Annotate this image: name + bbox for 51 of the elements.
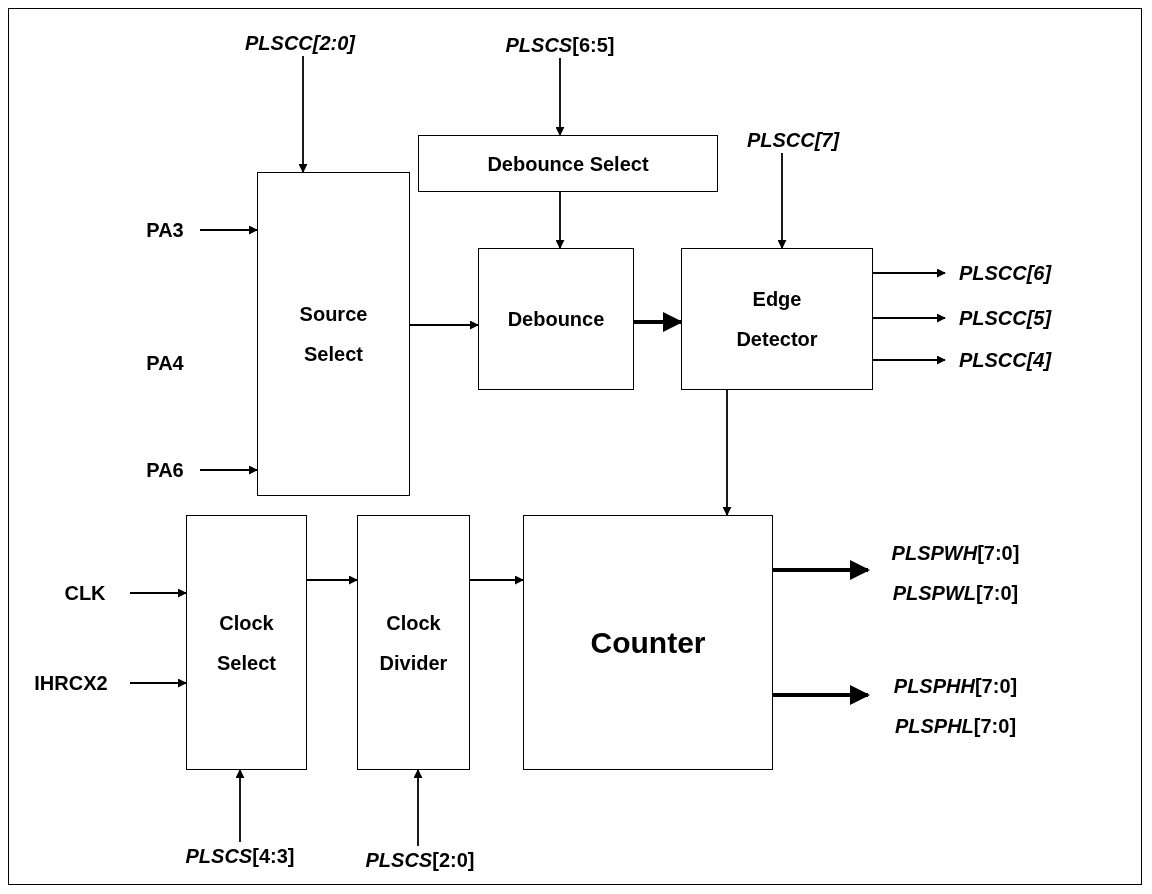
- arrow: [555, 191, 565, 249]
- arrow: [129, 588, 187, 598]
- block-label: Debounce Select: [487, 151, 649, 177]
- arrow: [555, 57, 565, 136]
- arrow: [199, 225, 258, 235]
- signal-label: PLSPHL[7:0]: [894, 714, 1017, 738]
- block-label: Edge Detector: [735, 287, 819, 352]
- arrow: [409, 320, 479, 330]
- block-label: Debounce: [507, 307, 605, 332]
- counter-box: [523, 515, 773, 770]
- signal-label: PA4: [146, 351, 184, 375]
- arrow: [306, 575, 358, 585]
- arrow: [298, 55, 308, 173]
- block-label: Source Select: [298, 302, 369, 367]
- signal-label: PLSPHH[7:0]: [893, 674, 1018, 698]
- arrow: [872, 355, 946, 365]
- register-label: PLSCC[2:0]: [225, 30, 375, 56]
- block-box: [257, 172, 410, 496]
- block-label: Clock Divider: [378, 610, 449, 676]
- block-box: [186, 515, 307, 770]
- signal-label: CLK: [40, 580, 130, 606]
- arrow: [129, 678, 187, 688]
- arrow: [199, 465, 258, 475]
- block-box: [418, 135, 718, 192]
- block-box: [357, 515, 470, 770]
- arrow: [872, 313, 946, 323]
- signal-label: PA3: [130, 217, 200, 243]
- signal-label: IHRCX2: [12, 670, 130, 696]
- arrow: [773, 685, 870, 705]
- register-label: PLSCC[4]: [945, 347, 1065, 373]
- arrow: [777, 152, 787, 249]
- arrow: [235, 769, 245, 843]
- block-box: [478, 248, 634, 390]
- signal-label: PLSPWH[7:0]: [891, 541, 1020, 565]
- block-label: Clock Select: [216, 610, 277, 676]
- arrow: [469, 575, 524, 585]
- arrow: [413, 769, 423, 847]
- register-label: PLSCC[7]: [728, 127, 858, 153]
- signal-label: PA6: [130, 457, 200, 483]
- signal-label: PLSPWL[7:0]: [892, 581, 1019, 605]
- arrow: [872, 268, 946, 278]
- arrow: [634, 312, 683, 332]
- block-box: [681, 248, 873, 390]
- register-label: PLSCC[5]: [945, 305, 1065, 331]
- signal-label: PLSCS[2:0]: [350, 846, 490, 874]
- signal-label: PLSCS[4:3]: [165, 842, 315, 870]
- block-label: Counter: [590, 624, 706, 661]
- arrow: [722, 389, 732, 516]
- signal-label: PLSCS[6:5]: [495, 32, 625, 58]
- arrow: [773, 560, 870, 580]
- register-label: PLSCC[6]: [945, 260, 1065, 286]
